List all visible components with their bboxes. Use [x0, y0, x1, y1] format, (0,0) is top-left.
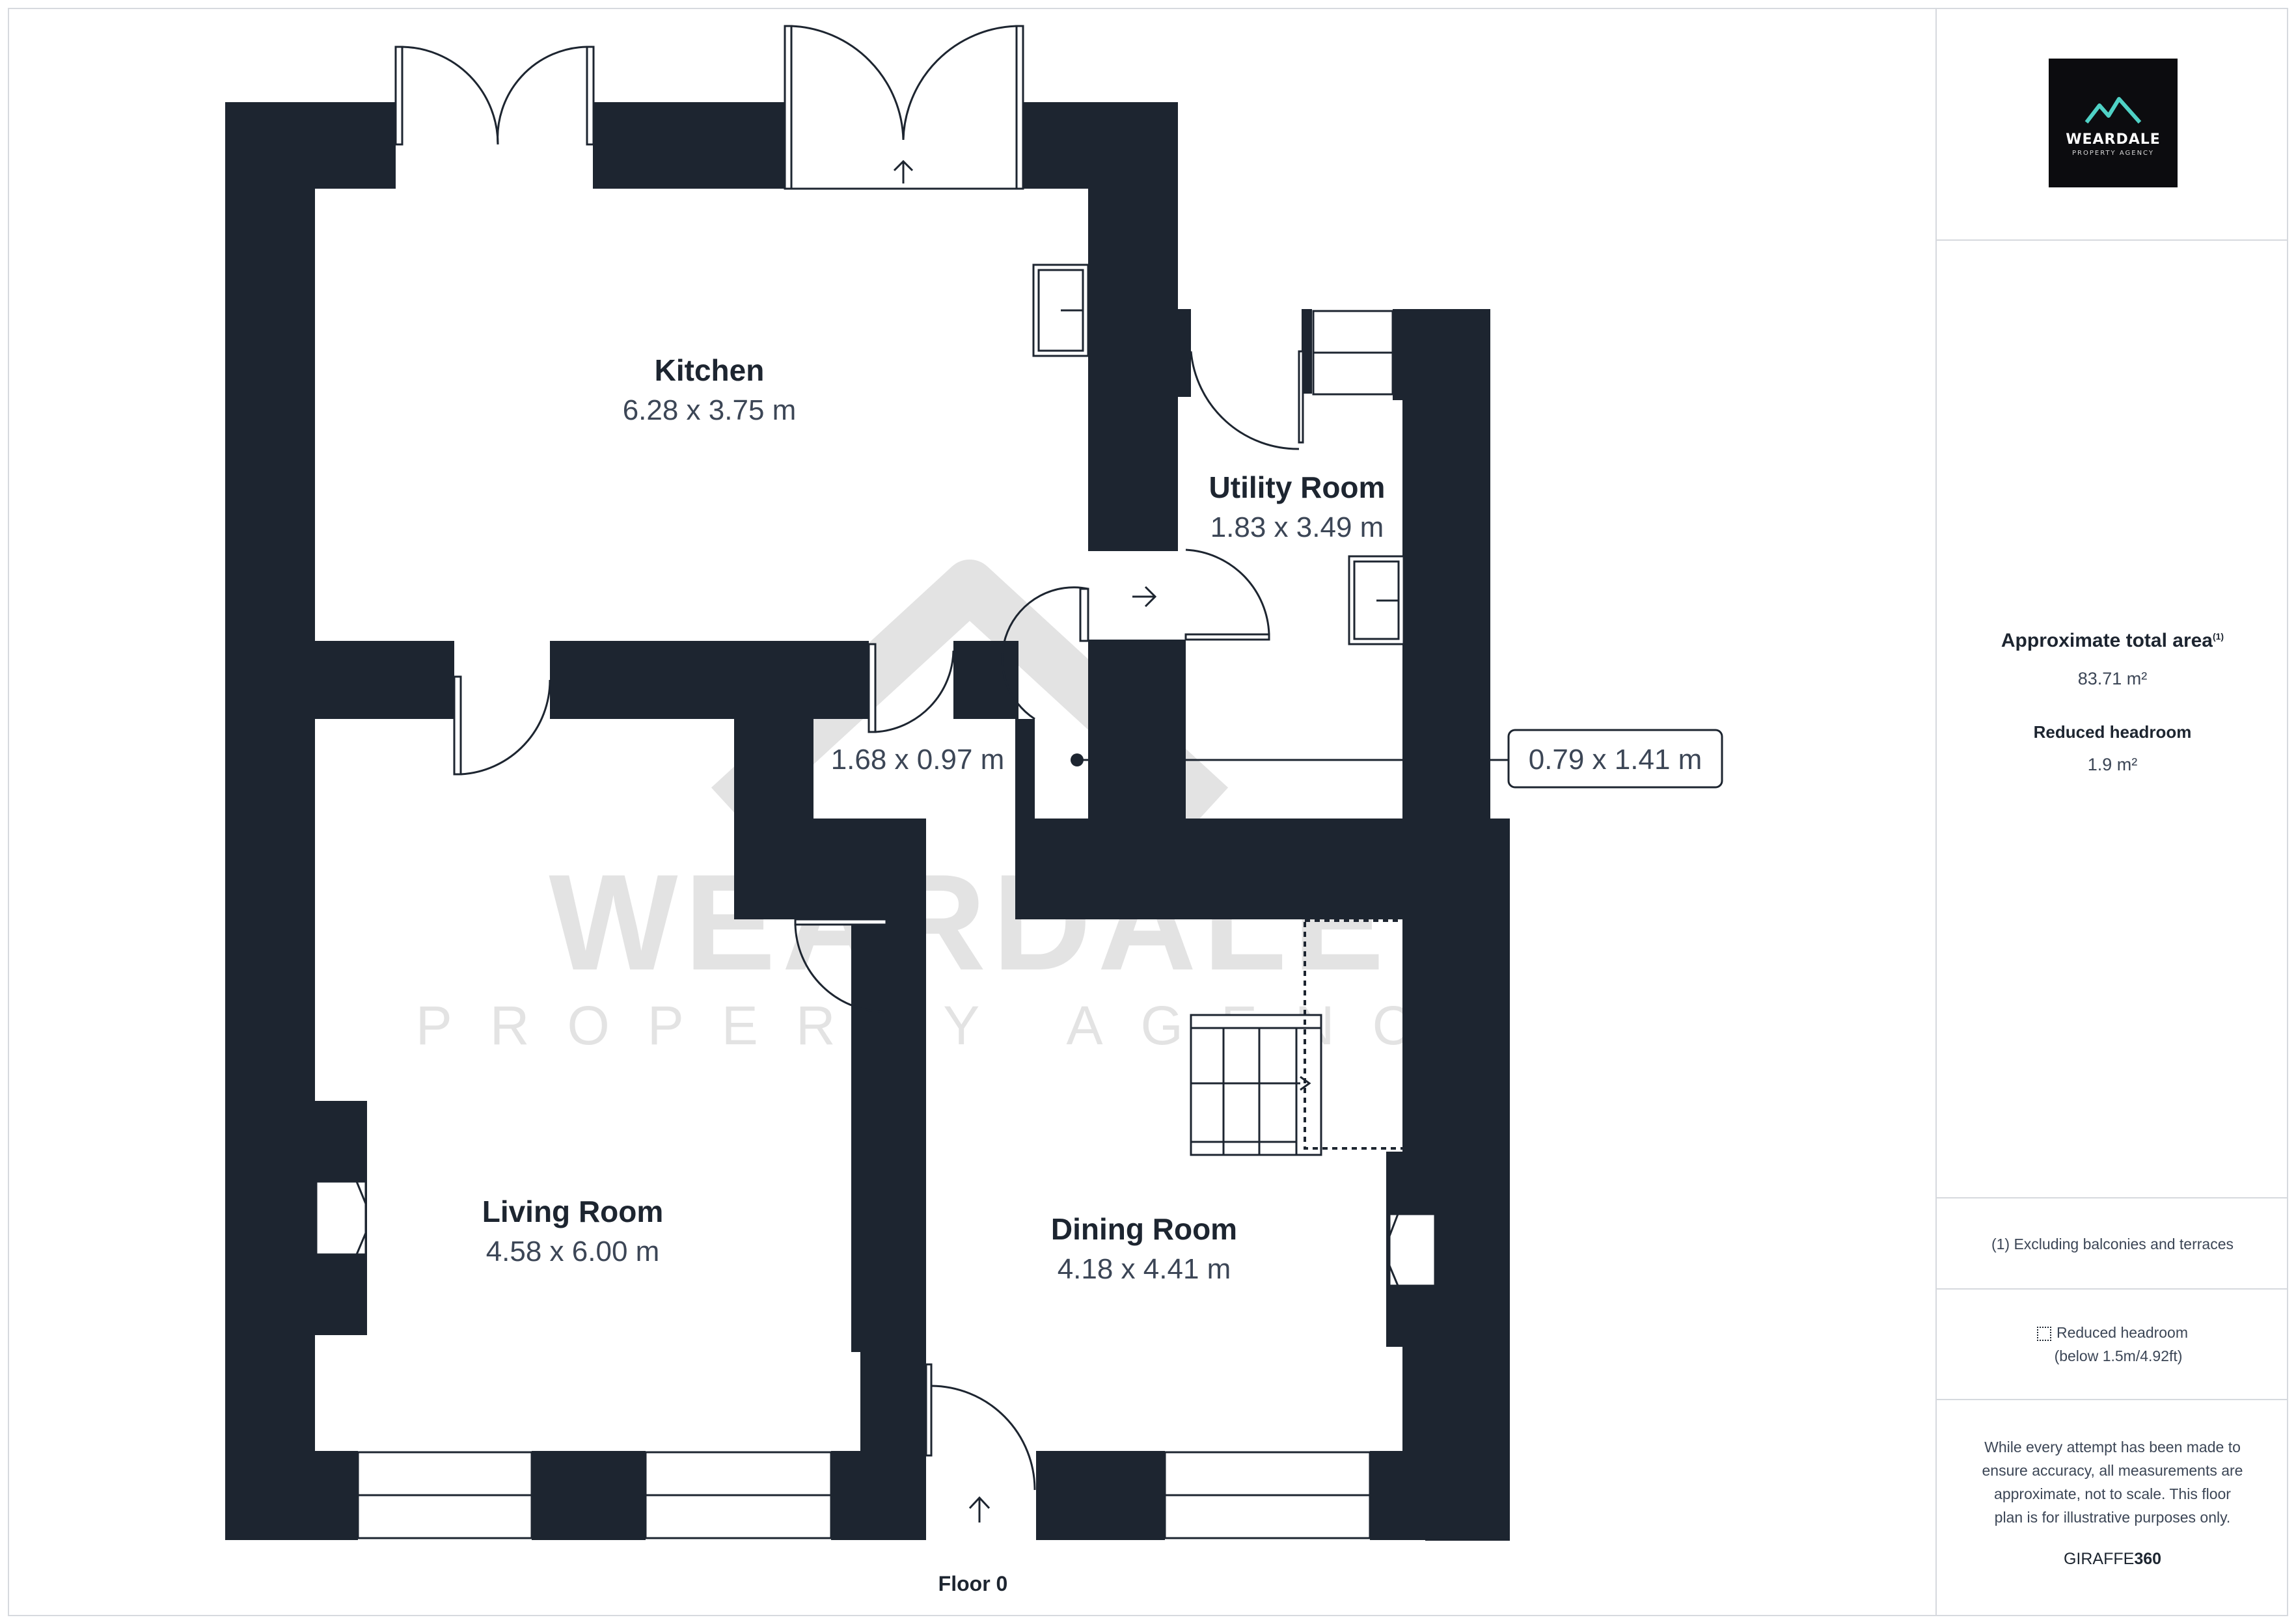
windows: [357, 310, 1394, 1539]
reduced-headroom-area: [1304, 919, 1423, 1150]
legend-line-1: Reduced headroom: [1937, 1321, 2288, 1344]
giraffe360-brand: GIRAFFE360: [1937, 1550, 2288, 1569]
disclaimer-line-3: approximate, not to scale. This floor: [1994, 1485, 2231, 1502]
mountain-icon: [2084, 97, 2142, 124]
disclaimer-section: While every attempt has been made to ens…: [1937, 1400, 2288, 1616]
brand-prefix: GIRAFFE: [2063, 1550, 2135, 1568]
floor-label: Floor 0: [938, 1572, 1008, 1595]
legend-line-1-text: Reduced headroom: [2056, 1324, 2189, 1341]
fireplaces: [315, 1180, 1436, 1287]
living-name: Living Room: [482, 1195, 664, 1228]
cupboard-callout: 0.79 x 1.41 m: [1071, 729, 1723, 789]
entrance-arrows: [893, 159, 1157, 1522]
brand-suffix: 360: [2134, 1550, 2162, 1568]
area-section: Approximate total area(1) 83.71 m² Reduc…: [1937, 241, 2288, 1198]
logo-name: WEARDALE: [2066, 131, 2161, 148]
floor-plan: WEARDALE PROPERTY AGENCY: [225, 25, 1723, 1541]
area-title: Approximate total area(1): [1937, 630, 2288, 652]
dining-size: 4.18 x 4.41 m: [1058, 1253, 1231, 1285]
utility-size: 1.83 x 3.49 m: [1210, 511, 1384, 543]
doors: [394, 25, 1304, 1491]
legend-section: Reduced headroom (below 1.5m/4.92ft): [1937, 1290, 2288, 1400]
stairs: [1190, 1014, 1322, 1156]
walls: [225, 102, 1510, 1541]
legend-line-2: (below 1.5m/4.92ft): [2054, 1347, 2183, 1364]
cupboard-size: 0.79 x 1.41 m: [1529, 744, 1702, 776]
utility-name: Utility Room: [1209, 470, 1386, 504]
area-title-text: Approximate total area: [2001, 630, 2213, 651]
footnote-section: (1) Excluding balconies and terraces: [1937, 1198, 2288, 1290]
sidebar: WEARDALE PROPERTY AGENCY Approximate tot…: [1935, 8, 2288, 1616]
brand-logo: WEARDALE PROPERTY AGENCY: [2049, 59, 2178, 187]
sinks: [1032, 264, 1405, 645]
area-total: 83.71 m²: [2077, 669, 2148, 688]
footnote-text: (1) Excluding balconies and terraces: [1991, 1236, 2234, 1252]
page-frame: [8, 8, 2288, 1616]
kitchen-size: 6.28 x 3.75 m: [623, 394, 797, 426]
footnote-mark: (1): [2212, 631, 2224, 642]
kitchen-name: Kitchen: [655, 353, 765, 387]
reduced-value: 1.9 m²: [2087, 755, 2138, 774]
logo-sub: PROPERTY AGENCY: [2072, 150, 2154, 157]
disclaimer-line-2: ensure accuracy, all measurements are: [1982, 1462, 2243, 1479]
living-size: 4.58 x 6.00 m: [486, 1236, 660, 1267]
reduced-title: Reduced headroom: [2033, 722, 2192, 742]
watermark-sub: PROPERTY AGENCY: [416, 995, 1524, 1056]
logo-section: WEARDALE PROPERTY AGENCY: [1937, 8, 2288, 241]
hall-size: 1.68 x 0.97 m: [831, 744, 1005, 776]
room-labels: Kitchen 6.28 x 3.75 m Utility Room 1.83 …: [482, 353, 1386, 1285]
dining-name: Dining Room: [1051, 1212, 1237, 1246]
disclaimer-line-4: plan is for illustrative purposes only.: [1994, 1509, 2231, 1526]
disclaimer-line-1: While every attempt has been made to: [1984, 1439, 2241, 1455]
reduced-headroom-legend-icon: [2036, 1326, 2051, 1341]
